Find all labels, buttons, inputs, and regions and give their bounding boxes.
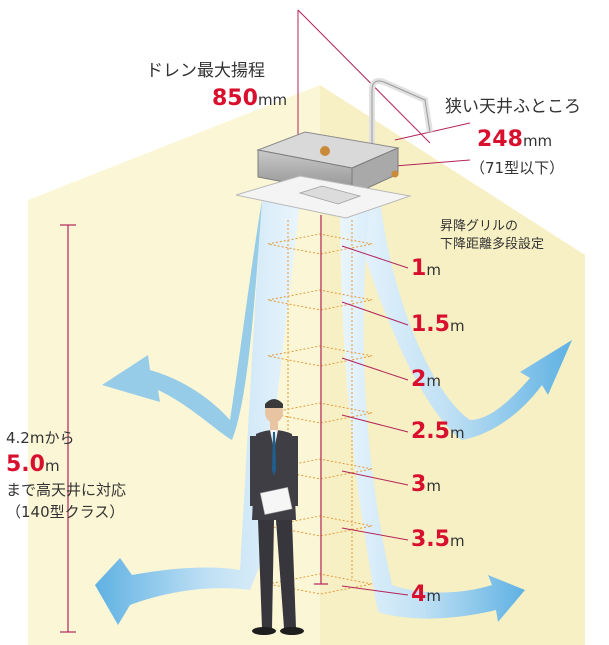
grille-height-unit: m [426, 372, 441, 390]
narrow-ceiling-label: 狭い天井ふところ [445, 97, 581, 118]
grille-height-2: 2m [411, 367, 441, 392]
grille-height-value: 4 [411, 582, 427, 607]
drain-lift-label: ドレン最大揚程 [146, 61, 265, 82]
drain-lift-value: 850 [212, 86, 258, 111]
grille-height-value: 3 [411, 472, 427, 497]
height-leader-lines [341, 245, 409, 596]
grille-height-2-5: 2.5m [411, 419, 465, 444]
grille-height-unit: m [449, 532, 465, 550]
grille-height-3-5: 3.5m [411, 527, 465, 552]
narrow-ceiling-unit: mm [522, 132, 553, 150]
narrow-ceiling-value-wrap: 248mm [477, 127, 552, 152]
narrow-ceiling-value: 248 [477, 127, 523, 152]
grille-drop-dimension [314, 215, 328, 585]
ceiling-support-value-wrap: 5.0m [6, 452, 60, 477]
narrow-ceiling-note: （71型以下） [470, 159, 565, 177]
drain-lift-unit: mm [257, 91, 288, 109]
grille-note-line2: 下降距離多段設定 [440, 237, 545, 252]
ceiling-section-lines [297, 9, 471, 167]
grille-height-unit: m [426, 261, 441, 279]
grille-height-unit: m [449, 317, 465, 335]
ceiling-support-line1: 4.2mから [6, 429, 75, 447]
grille-height-1: 1m [411, 256, 441, 281]
grille-height-value: 1.5 [411, 312, 450, 337]
grille-height-unit: m [426, 477, 441, 495]
right-wall [320, 85, 585, 645]
grille-height-4: 4m [411, 582, 441, 607]
grille-height-1-5: 1.5m [411, 312, 465, 337]
grille-height-unit: m [449, 424, 465, 442]
cassette-air-conditioner-icon [235, 131, 412, 219]
grille-height-unit: m [426, 587, 441, 605]
ceiling-support-unit: m [44, 457, 60, 475]
grille-height-value: 3.5 [411, 527, 450, 552]
drain-lift-title: ドレン最大揚程 [146, 61, 265, 81]
ceiling-support-value: 5.0 [6, 452, 45, 477]
grille-note-line1: 昇降グリルの [440, 219, 519, 234]
grille-height-3: 3m [411, 472, 441, 497]
drain-lift-value-wrap: 850mm [212, 86, 287, 111]
grille-height-value: 2.5 [411, 419, 450, 444]
ceiling-support-line2: まで高天井に対応 [6, 481, 127, 499]
narrow-ceiling-title: 狭い天井ふところ [445, 97, 581, 117]
ceiling-height-dimension [60, 224, 76, 633]
airflow-left [95, 200, 300, 625]
businessman-figure-icon [250, 399, 304, 635]
grille-height-value: 1 [411, 256, 427, 281]
grille-height-value: 2 [411, 367, 427, 392]
ceiling-support-line3: （140型クラス） [6, 503, 125, 521]
